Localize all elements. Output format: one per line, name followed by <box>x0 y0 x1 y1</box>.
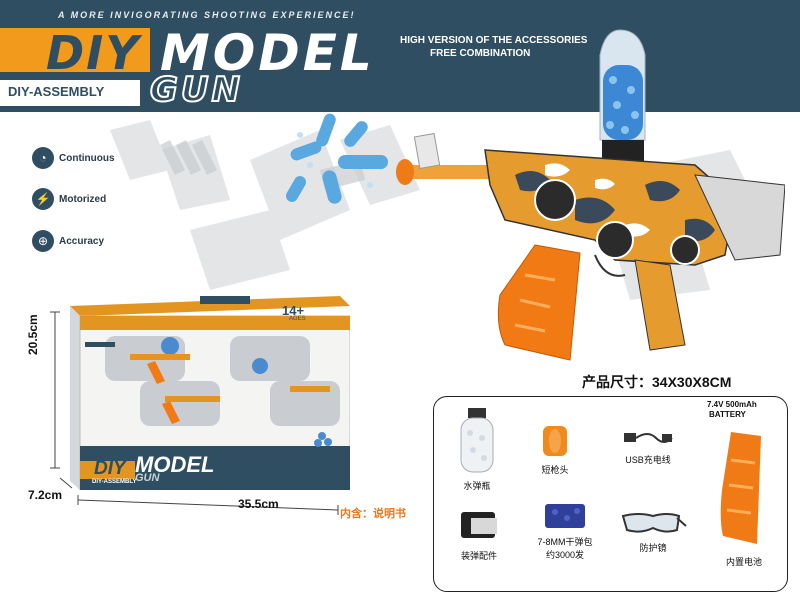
battery-spec: 7.4V 500mAh BATTERY <box>707 400 757 419</box>
accessories-line-1: HIGH VERSION OF THE ACCESSORIES <box>400 35 588 46</box>
accessory-short-muzzle: 短枪头 <box>530 424 580 476</box>
dimension-lines <box>50 311 339 515</box>
box-contents-label: 内含：说明书 <box>340 508 406 520</box>
box-subtitle: DIY-ASSEMBLY <box>92 479 137 485</box>
header-banner: A MORE INVIGORATING SHOOTING EXPERIENCE!… <box>0 0 800 112</box>
feature-continuous: ◔ Continuous <box>32 147 115 169</box>
accessory-goggles: 防护镜 <box>618 510 688 554</box>
accessory-loader: 装弹配件 <box>454 508 504 562</box>
dimension-depth: 7.2cm <box>28 488 63 502</box>
usb-cable-icon <box>624 433 673 443</box>
feature-motorized: ⚡ Motorized <box>32 188 106 210</box>
tagline: A MORE INVIGORATING SHOOTING EXPERIENCE! <box>58 10 356 20</box>
water-bottle-icon <box>460 408 494 473</box>
feature-accuracy: ⊕ Accuracy <box>32 230 104 252</box>
box-title-model: MODEL <box>135 452 215 477</box>
white-stripe <box>0 80 140 106</box>
orange-stripe <box>0 28 150 72</box>
accessory-usb-cable: USB充电线 <box>618 428 678 466</box>
title-model: MODEL <box>160 24 375 82</box>
speedometer-icon: ◔ <box>32 147 54 169</box>
gel-pack-icon <box>545 504 585 528</box>
water-splash <box>286 113 388 204</box>
accessories-line-2: FREE COMBINATION <box>430 48 531 59</box>
gel-blaster-gun-image <box>396 29 785 361</box>
accessory-built-in-battery: 内置电池 <box>716 430 772 568</box>
muzzle-cap-icon <box>543 426 567 456</box>
packaging-box-image <box>70 296 350 490</box>
lightning-icon: ⚡ <box>32 188 54 210</box>
box-age-sub: AGES <box>289 316 306 322</box>
dimension-height: 20.5cm <box>26 314 40 355</box>
goggles-icon <box>621 513 687 533</box>
title-diy: DIY <box>46 26 141 80</box>
box-age-badge: 14+ <box>282 303 305 318</box>
product-size-label: 产品尺寸：34X30X8CM <box>582 374 732 390</box>
accessories-headline: HIGH VERSION OF THE ACCESSORIES FREE COM… <box>400 34 587 60</box>
subtitle-diy-assembly: DIY-ASSEMBLY <box>8 84 105 99</box>
box-title-diy: DIY <box>94 458 126 479</box>
accessory-gel-ball-pack: 7-8MM干弹包 约3000发 <box>530 502 600 561</box>
dimension-width: 35.5cm <box>238 497 279 511</box>
crosshair-icon: ⊕ <box>32 230 54 252</box>
battery-magazine-icon <box>720 432 761 544</box>
loader-icon <box>461 512 497 538</box>
accessory-water-bottle: 水弹瓶 <box>452 408 502 492</box>
box-title-gun: GUN <box>135 472 160 484</box>
title-gun: GUN <box>149 69 243 111</box>
